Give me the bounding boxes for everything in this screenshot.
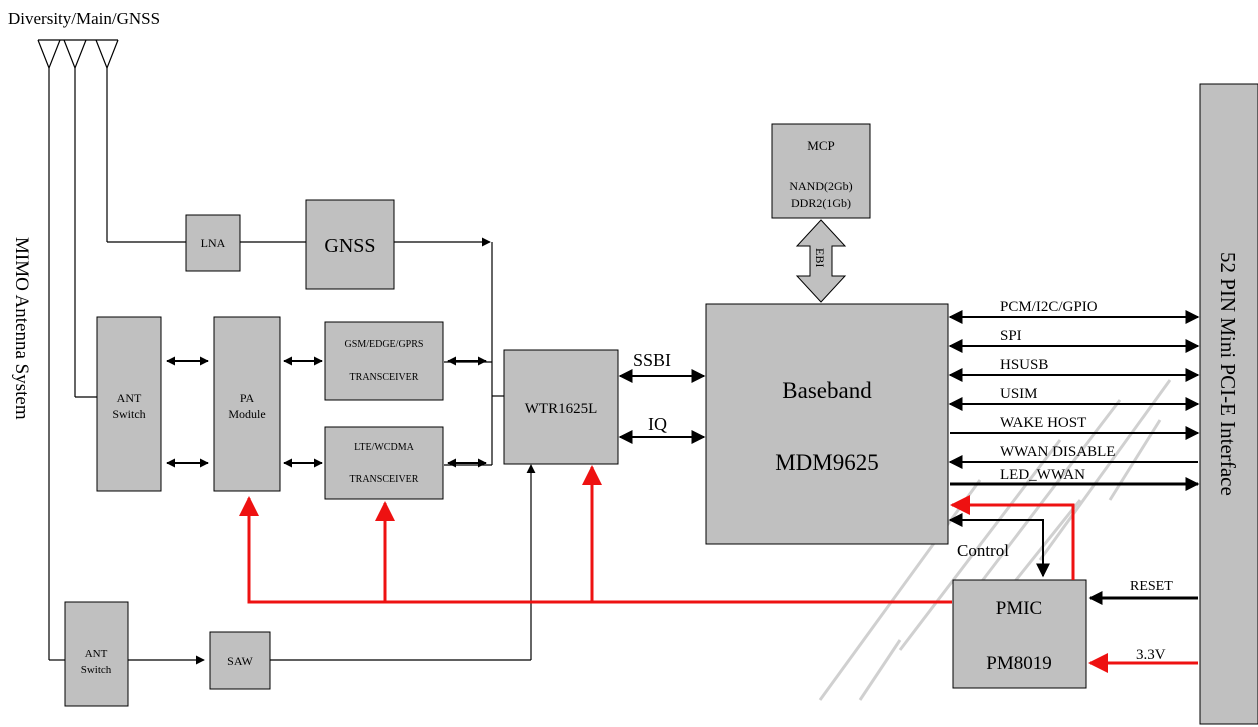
lna-block [185, 214, 241, 272]
signal-pcm-label: PCM/I2C/GPIO [1000, 299, 1098, 315]
ant-switch-bottom-label1: ANT [85, 648, 108, 660]
v33-label: 3.3V [1136, 647, 1166, 663]
interface-label: 52 PIN Mini PCI-E Interface [1216, 252, 1240, 496]
reset-label: RESET [1130, 579, 1173, 594]
signal-led-wwan-label: LED_WWAN [1000, 467, 1085, 483]
rf-bidirectional-arrows [166, 356, 487, 468]
mcp-line1: NAND(2Gb) [789, 179, 852, 193]
pa-label1: PA [240, 391, 255, 405]
wtr1625l-block [503, 349, 619, 465]
iq-label: IQ [648, 414, 667, 434]
mcp-block [771, 123, 871, 219]
gsm-label1: GSM/EDGE/GPRS [345, 339, 424, 350]
power-rails [239, 465, 1198, 673]
lte-label1: LTE/WCDMA [354, 442, 414, 453]
signal-wwan-disable-label: WWAN DISABLE [1000, 444, 1115, 460]
side-label: MIMO Antenna System [11, 237, 32, 420]
baseband-label1: Baseband [782, 378, 872, 403]
baseband-label2: MDM9625 [775, 450, 879, 475]
gnss-label: GNSS [324, 235, 375, 257]
gnss-block [305, 199, 395, 290]
wtr-label: WTR1625L [525, 401, 598, 417]
ant-switch-bottom-label2: Switch [81, 664, 112, 676]
ant-switch-top-block [96, 316, 162, 492]
mcp-line2: DDR2(1Gb) [791, 196, 851, 210]
ant-switch-bottom-block [64, 601, 129, 707]
signal-usim-label: USIM [1000, 386, 1038, 402]
pmic-label2: PM8019 [986, 653, 1051, 674]
pmic-label1: PMIC [996, 598, 1042, 619]
lte-label2: TRANSCEIVER [350, 474, 419, 485]
gsm-transceiver-block [324, 321, 444, 401]
signal-wake-host-label: WAKE HOST [1000, 415, 1086, 431]
pa-label2: Module [228, 407, 265, 421]
signal-hsusb-label: HSUSB [1000, 357, 1048, 373]
ebi-bus-arrow [795, 219, 847, 303]
control-arrow [948, 513, 1050, 578]
lte-transceiver-block [324, 426, 444, 500]
gsm-label2: TRANSCEIVER [350, 372, 419, 383]
mcp-title: MCP [807, 138, 834, 153]
pmic-block [952, 579, 1087, 689]
ssbi-label: SSBI [633, 350, 671, 370]
ant-switch-top-label2: Switch [112, 407, 145, 421]
signal-spi-label: SPI [1000, 328, 1022, 344]
control-label: Control [957, 541, 1009, 560]
saw-block [209, 631, 271, 690]
saw-label: SAW [227, 654, 253, 668]
ebi-label: EBI [813, 248, 827, 267]
pa-module-block [213, 316, 281, 492]
ant-switch-top-label1: ANT [117, 391, 142, 405]
baseband-block [705, 303, 949, 545]
interface-connector [1199, 83, 1258, 725]
lna-label: LNA [201, 236, 226, 250]
antenna-icon [37, 39, 119, 660]
diagram-title: Diversity/Main/GNSS [8, 9, 160, 28]
